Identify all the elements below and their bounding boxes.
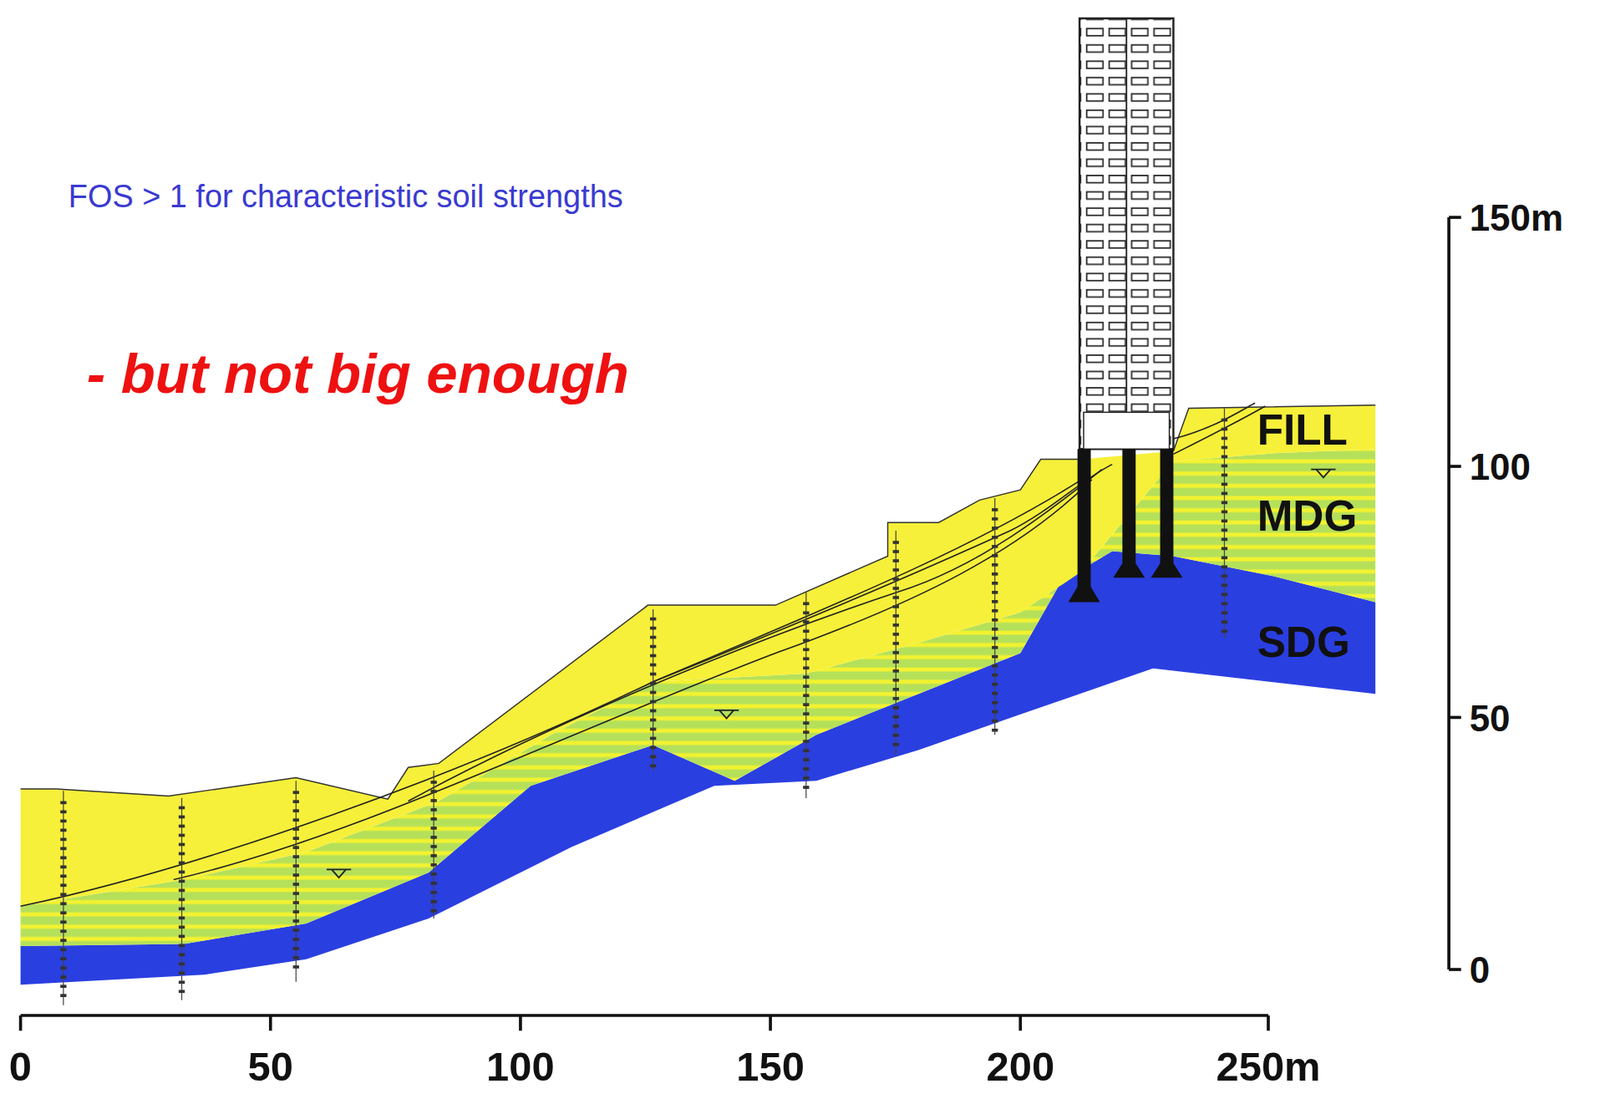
scale-value: 100 [1469,448,1531,486]
piles [1068,448,1184,602]
slip-surfaces [20,402,1266,906]
layer-name: FILL [1257,408,1348,452]
axis-value: 250m [1216,1046,1321,1087]
scale-value: 0 [1469,951,1490,989]
axis-value: 150 [736,1046,805,1087]
borehole-samples [60,418,1228,997]
boreholes [63,407,1225,1005]
axis-value: 100 [486,1046,555,1087]
water-table-symbols [326,469,1336,878]
layer-name: SDG [1257,620,1351,664]
note-text: FOS > 1 for characteristic soil strength… [68,181,624,214]
fill-layer [20,405,1377,907]
horizontal-axis [20,1015,1269,1031]
vertical-scale [1448,217,1462,970]
emphasis-text: - but not big enough [86,345,630,402]
scale-value: 150m [1469,199,1564,237]
building [1079,18,1174,449]
axis-value: 0 [9,1046,32,1087]
axis-value: 200 [986,1046,1056,1087]
axis-value: 50 [247,1046,293,1087]
mdg-layer [20,448,1377,946]
ground-line [20,405,1377,799]
scale-value: 50 [1469,700,1511,737]
layer-name: MDG [1257,494,1358,538]
